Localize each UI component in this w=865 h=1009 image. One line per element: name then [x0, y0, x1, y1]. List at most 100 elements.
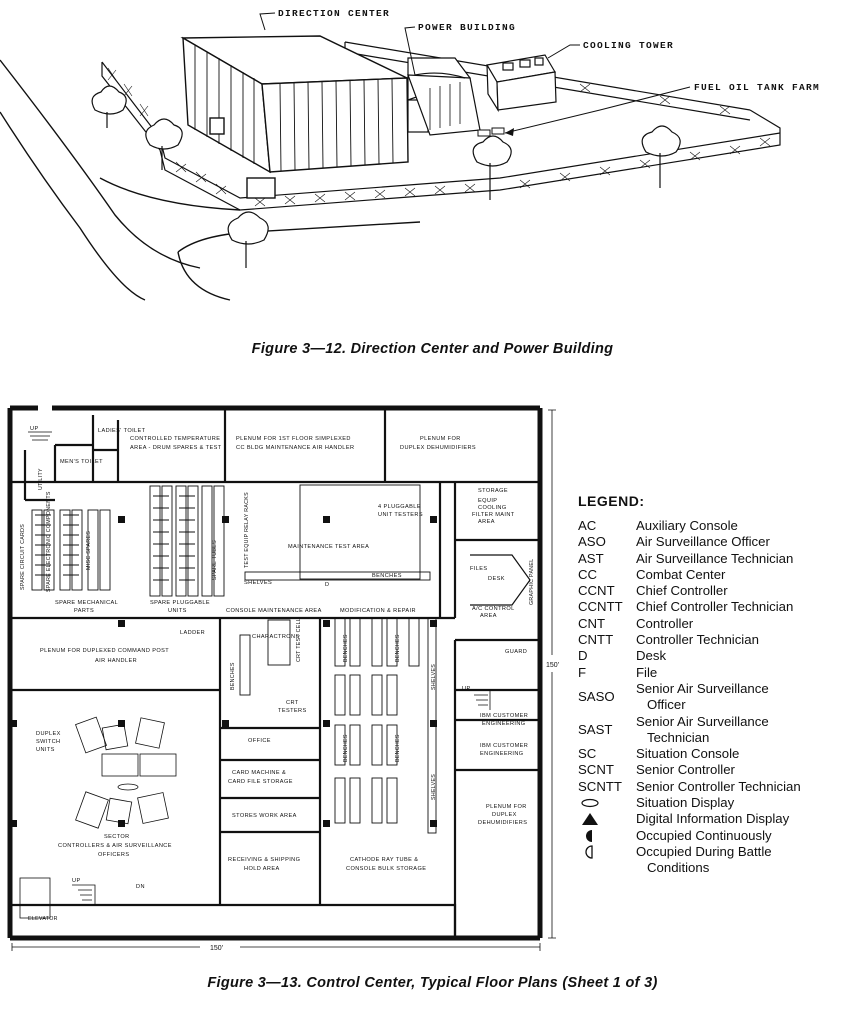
- room-plenum-duplex-2: DUPLEX DEHUMIDIFIERS: [400, 445, 476, 451]
- room-duplex-switch-2: SWITCH: [36, 739, 60, 745]
- tank-farm-arrowhead: [505, 128, 514, 136]
- room-office: OFFICE: [248, 738, 271, 744]
- room-sector-3: OFFICERS: [98, 852, 129, 858]
- room-plenum-duplexed: PLENUM FOR DUPLEXED COMMAND POST: [40, 648, 169, 654]
- room-spare-circuit-cards: SPARE CIRCUIT CARDS: [20, 524, 26, 590]
- room-stores-work: STORES WORK AREA: [232, 813, 297, 819]
- room-sector: SECTOR: [104, 834, 130, 840]
- room-ladies-toilet: LADIES' TOILET: [98, 428, 146, 434]
- room-mens-toilet: MEN'S TOILET: [60, 459, 103, 465]
- legend-desc: Digital Information Display: [636, 811, 790, 827]
- room-plenum-lower: PLENUM FOR: [486, 804, 527, 810]
- room-misc-spares: MISC SPARES: [86, 531, 92, 570]
- room-card-machine: CARD MACHINE &: [232, 770, 286, 776]
- occupied-battle-icon: [585, 845, 593, 859]
- room-receiving-2: HOLD AREA: [244, 866, 280, 872]
- legend-desc: Occupied During Battle: [636, 843, 772, 859]
- room-ac-control-2: AREA: [480, 613, 497, 619]
- legend-desc: Controller Technician: [636, 632, 759, 648]
- legend-desc: Senior Air Surveillance: [636, 680, 769, 696]
- room-utility: UTILITY: [38, 468, 44, 490]
- room-ibm-customer-b-2: ENGINEERING: [480, 751, 524, 757]
- legend-desc: Senior Controller: [636, 762, 735, 778]
- figure-3-12-caption: Figure 3—12. Direction Center and Power …: [251, 341, 614, 357]
- stairs-and-elevator: [19, 431, 491, 919]
- power-building: [407, 57, 481, 136]
- legend-desc-cont: Conditions: [647, 860, 710, 876]
- figure-3-13-caption: Figure 3—13. Control Center, Typical Flo…: [207, 975, 658, 991]
- room-benches-d: BENCHES: [395, 734, 401, 762]
- room-shelves-b: SHELVES: [431, 774, 437, 800]
- situation-display-icon: [581, 799, 599, 808]
- room-plenum-first-floor: PLENUM FOR 1ST FLOOR SIMPLEXED: [236, 436, 351, 442]
- room-card-machine-2: CARD FILE STORAGE: [228, 779, 293, 785]
- legend-item: Occupied Continuously: [578, 828, 858, 844]
- fence-mesh: [107, 57, 771, 207]
- room-spare-pluggable: SPARE PLUGGABLE: [150, 600, 210, 606]
- dimension-width: 150': [210, 945, 223, 952]
- room-desk: DESK: [488, 576, 505, 582]
- room-benches-a: BENCHES: [343, 634, 349, 662]
- room-ibm-customer-a: IBM CUSTOMER: [480, 713, 528, 719]
- legend-item: Situation Display: [578, 795, 858, 811]
- room-up-left: UP: [30, 426, 39, 432]
- legend-desc: Air Surveillance Officer: [636, 534, 770, 550]
- legend-desc: Desk: [636, 648, 667, 664]
- room-receiving: RECEIVING & SHIPPING: [228, 857, 300, 863]
- room-up-right: UP: [462, 686, 471, 692]
- legend-desc: Combat Center: [636, 566, 726, 582]
- direction-center-building: [180, 35, 409, 199]
- room-cathode: CATHODE RAY TUBE &: [350, 857, 418, 863]
- legend-code: CCNT: [578, 583, 615, 599]
- legend-item: D Desk: [578, 648, 858, 664]
- room-spare-mechanical-2: PARTS: [74, 608, 94, 614]
- room-benches-c: BENCHES: [343, 734, 349, 762]
- legend-code: SAST: [578, 721, 613, 737]
- legend-desc: File: [636, 664, 658, 680]
- legend-desc: Chief Controller Technician: [636, 599, 794, 615]
- legend-code: SCNTT: [578, 778, 622, 794]
- legend-code: CCNTT: [578, 599, 623, 615]
- legend-desc-cont: Technician: [647, 729, 710, 745]
- room-elevator: ELEVATOR: [28, 916, 58, 922]
- room-plenum-lower-3: DEHUMIDIFIERS: [478, 820, 527, 826]
- callout-leaders: [259, 12, 691, 134]
- room-storage: STORAGE: [478, 488, 508, 494]
- room-spare-pluggable-2: UNITS: [168, 608, 187, 614]
- legend-code: D: [578, 648, 588, 664]
- legend-item: CCNTT Chief Controller Technician: [578, 599, 858, 615]
- room-benches-console: BENCHES: [230, 662, 236, 690]
- outer-walls: [7, 405, 543, 941]
- legend-desc: Situation Console: [636, 746, 740, 762]
- room-console-maintenance: CONSOLE MAINTENANCE AREA: [226, 608, 322, 614]
- legend-title: LEGEND:: [578, 493, 645, 509]
- callout-fuel-oil-tank-farm: FUEL OIL TANK FARM: [694, 82, 820, 93]
- legend-item: CC Combat Center: [578, 567, 858, 583]
- room-labels: LADIES' TOILET MEN'S TOILET UTILITY CONT…: [20, 426, 535, 922]
- room-ladder: LADDER: [180, 630, 205, 636]
- room-duplex-switch: DUPLEX: [36, 731, 61, 737]
- room-test-equip: TEST EQUIP RELAY RACKS: [244, 492, 250, 568]
- legend-item: Digital Information Display: [578, 811, 858, 827]
- room-plenum-first-floor-2: CC BLDG MAINTENANCE AIR HANDLER: [236, 445, 354, 451]
- room-benches-b: BENCHES: [395, 634, 401, 662]
- room-files: FILES: [470, 566, 488, 572]
- structural-columns: [10, 516, 437, 827]
- room-plenum-duplex: PLENUM FOR: [420, 436, 461, 442]
- room-sector-2: CONTROLLERS & AIR SURVEILLANCE: [58, 843, 172, 849]
- room-shelves-upper: SHELVES: [244, 580, 272, 586]
- room-plenum-lower-2: DUPLEX: [492, 812, 517, 818]
- room-characterons: CHARACTRONS: [252, 634, 300, 640]
- legend-code: CC: [578, 566, 598, 582]
- fuel-oil-tanks: [477, 127, 505, 137]
- legend-desc: Controller: [636, 615, 694, 631]
- callout-direction-center: DIRECTION CENTER: [278, 8, 390, 19]
